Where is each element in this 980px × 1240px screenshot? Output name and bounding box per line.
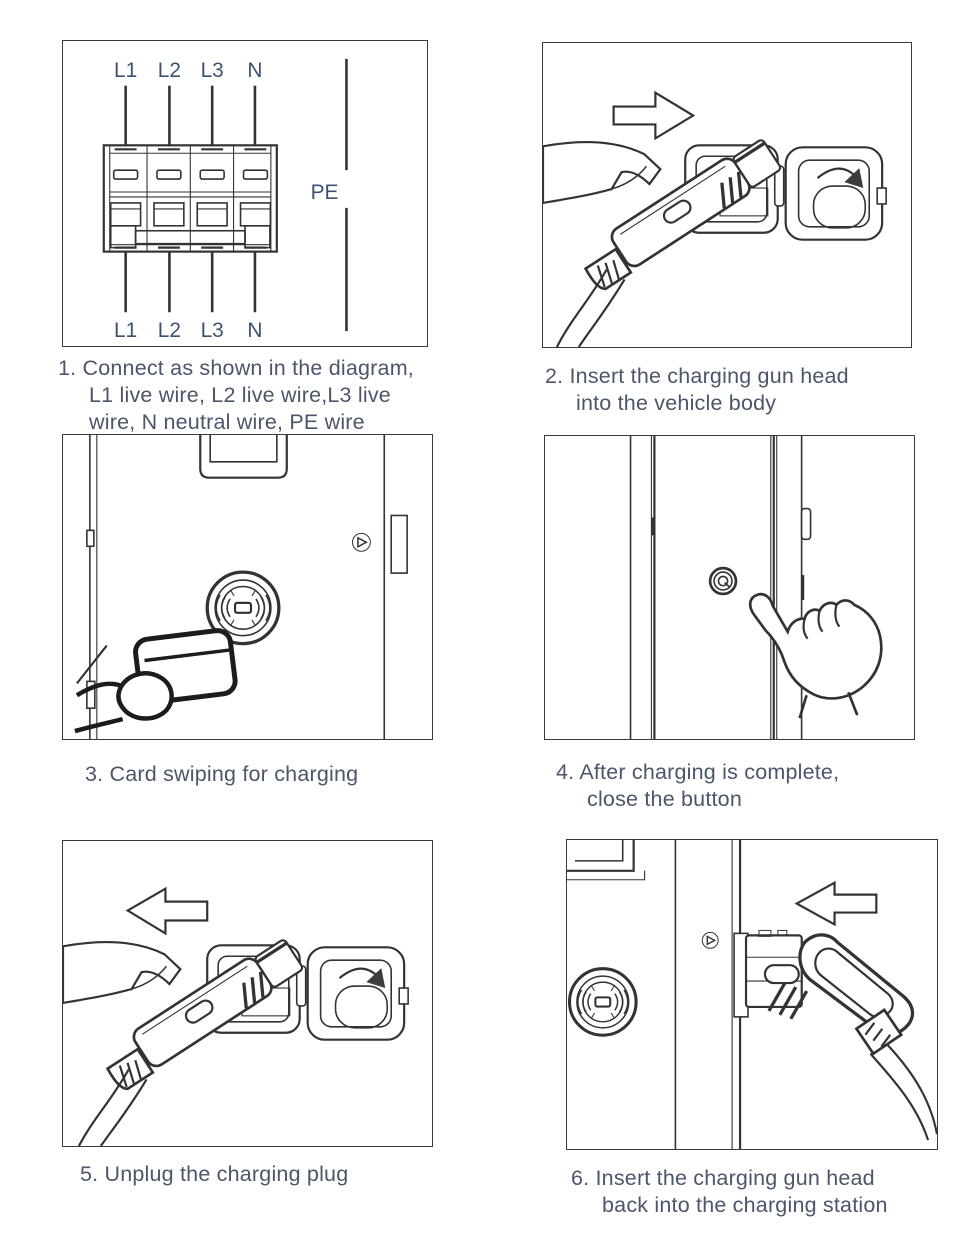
station-side-lines [674, 840, 742, 1149]
label-l2-bottom: L2 [158, 319, 181, 342]
label-l2-top: L2 [158, 59, 181, 82]
panel-step-5-figure [62, 840, 433, 1147]
flap-rotate-arrow [816, 167, 857, 179]
caption-line: 3. Card swiping for charging [85, 762, 359, 786]
charging-cable [869, 1043, 937, 1141]
flap-rotate-arrow [338, 967, 379, 979]
hand-icon [74, 671, 174, 734]
supply-wires-bottom [124, 251, 257, 313]
unplug-gun-drawing [63, 886, 409, 1146]
arrow-right-icon [612, 90, 696, 141]
caption-line: 6. Insert the charging gun head [571, 1166, 875, 1190]
panel-step-3-figure [62, 434, 433, 740]
caption-step-1: 1. Connect as shown in the diagram, L1 l… [58, 355, 414, 436]
caption-step-2: 2. Insert the charging gun head into the… [545, 363, 849, 417]
arrow-left-icon [794, 880, 878, 927]
panel-step-1-figure: L1 L2 L3 N [62, 40, 428, 347]
wire-labels-bottom: L1 L2 L3 N [114, 319, 262, 342]
gun-holder [199, 435, 288, 479]
label-l1-bottom: L1 [114, 319, 137, 342]
dock-gun-drawing [567, 840, 937, 1149]
caption-line: L1 live wire, L2 live wire,L3 live [89, 383, 391, 407]
caption-line: 2. Insert the charging gun head [545, 364, 849, 388]
arrow-left-icon [125, 886, 209, 936]
press-button-drawing [629, 436, 883, 739]
hand-icon [543, 141, 662, 205]
label-n-bottom: N [247, 319, 262, 342]
circuit-breaker-icon [102, 144, 278, 253]
caption-step-3: 3. Card swiping for charging [85, 761, 358, 788]
wire-labels-top: L1 L2 L3 N [114, 59, 262, 82]
charging-gun-icon [105, 939, 304, 1091]
caption-line: 1. Connect as shown in the diagram, [58, 356, 414, 380]
label-n-top: N [247, 59, 262, 82]
wiring-diagram: L1 L2 L3 N [102, 59, 348, 342]
charging-gun-icon [583, 139, 782, 291]
pe-label: PE [311, 181, 339, 204]
hand-pointing-icon [748, 592, 883, 719]
supply-wires-top [124, 85, 257, 147]
caption-line: into the vehicle body [576, 391, 777, 415]
charging-cable [77, 1068, 148, 1146]
caption-step-6: 6. Insert the charging gun head back int… [571, 1165, 888, 1219]
station-side-lines [629, 436, 812, 739]
insert-gun-vehicle-drawing [543, 90, 887, 347]
caption-step-4: 4. After charging is complete, close the… [556, 759, 839, 813]
caption-line: close the button [587, 787, 743, 811]
label-l1-top: L1 [114, 59, 137, 82]
caption-line: 4. After charging is complete, [556, 760, 840, 784]
gun-holder [567, 840, 646, 881]
start-indicator-icon [351, 532, 371, 552]
caption-line: wire, N neutral wire, PE wire [89, 410, 365, 434]
card-swipe-drawing [74, 435, 408, 739]
charging-cable [555, 268, 626, 347]
charging-gun-icon [733, 929, 937, 1141]
rfid-reader-icon [205, 570, 281, 646]
caption-step-5: 5. Unplug the charging plug [80, 1161, 348, 1188]
power-button-icon [708, 566, 738, 596]
rfid-reader-icon [567, 967, 638, 1037]
start-indicator-icon [701, 931, 719, 949]
label-l3-bottom: L3 [201, 319, 224, 342]
panel-step-2-figure [542, 42, 912, 348]
caption-line: 5. Unplug the charging plug [80, 1162, 349, 1186]
label-l3-top: L3 [201, 59, 224, 82]
hand-icon [63, 941, 182, 1005]
panel-step-6-figure [566, 839, 938, 1150]
caption-line: back into the charging station [602, 1193, 888, 1217]
panel-step-4-figure [544, 435, 915, 740]
